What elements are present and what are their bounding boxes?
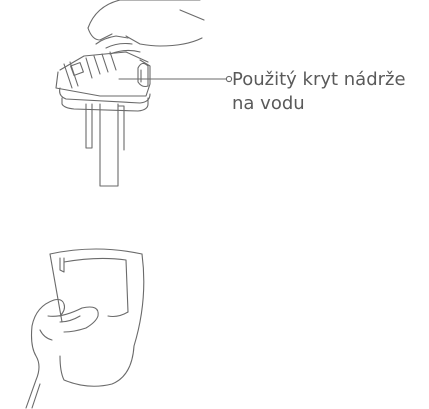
callout-anchor-dot [226,76,231,81]
filter-cup-figure [26,249,144,408]
water-tank-cap-figure [56,0,204,186]
callout-label-line2: na vodu [232,92,422,116]
callout-label-line1: Použitý kryt nádrže [232,68,422,92]
callout-label: Použitý kryt nádrže na vodu [232,68,422,116]
